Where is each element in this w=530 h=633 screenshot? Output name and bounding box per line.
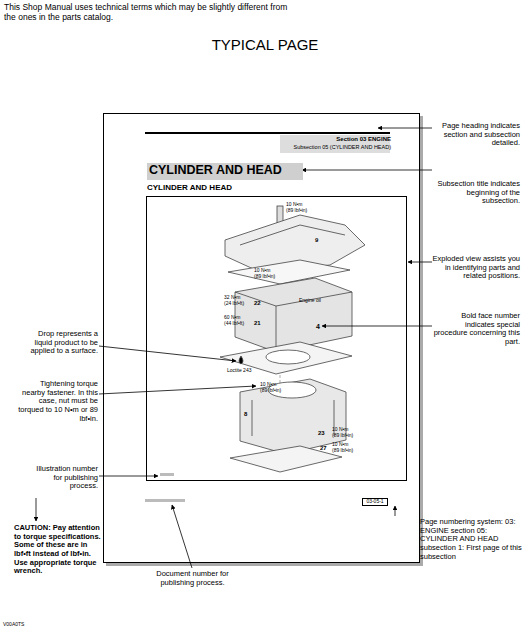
cylinder — [240, 379, 346, 454]
part-label: 60 N•m (44 lbf•ft) — [224, 315, 246, 326]
title-box: CYLINDER AND HEAD — [147, 163, 303, 180]
head-edge — [276, 306, 277, 352]
head-edge — [235, 292, 352, 306]
leader-line — [378, 128, 432, 129]
part-label: 32 N•m (24 lbf•ft) — [224, 295, 246, 306]
leader-line — [99, 346, 236, 361]
leader-line — [322, 326, 432, 327]
callout-text: Page heading indicates section and subse… — [430, 122, 520, 148]
note: This Shop Manual uses technical terms wh… — [4, 3, 289, 23]
leader-line — [395, 506, 396, 516]
callout-text: Illustration number for publishing proce… — [30, 465, 98, 491]
part-label: 10 N•m (89 lbf•in) — [254, 268, 276, 279]
leader-line — [99, 476, 158, 477]
part-label: Loctite 243 — [227, 368, 261, 374]
head-gasket — [220, 342, 352, 374]
figure-code: V00A0TS — [3, 622, 63, 628]
callout-text: Tightening torque nearby fastener. In th… — [16, 380, 98, 423]
leader-line — [99, 386, 256, 394]
cover-rib — [240, 225, 345, 245]
page-title: TYPICAL PAGE — [0, 36, 530, 53]
subtitle: CYLINDER AND HEAD — [147, 184, 297, 193]
callout-text: Subsection title indicates beginning of … — [430, 180, 520, 206]
callout-number: 8 — [244, 411, 254, 418]
part-label: 10 N•m (89 lbf•in) — [332, 442, 354, 453]
part-label: 10 N•m (89 lbf•in) — [286, 202, 308, 213]
callout-text: Document number for publishing process. — [155, 570, 230, 587]
cover-gasket — [228, 260, 350, 284]
page-sheet — [103, 113, 420, 563]
callout-number: 21 — [254, 320, 266, 327]
callout-text: Page numbering system: 03: ENGINE sectio… — [420, 518, 526, 561]
callout-number: 4 — [316, 323, 326, 331]
callout-text: Exploded view assists you in identifying… — [430, 255, 520, 281]
section-heading: Section 03 ENGINE — [254, 136, 391, 143]
callout-number: 27 — [320, 445, 332, 452]
header-rule — [145, 132, 390, 134]
cylinder-fin — [252, 400, 253, 436]
callout-text: Drop represents a liquid product to be a… — [22, 330, 98, 356]
callout-number: 22 — [254, 300, 266, 307]
page-frame: Section 03 ENGINESubsection 05 (CYLINDER… — [103, 113, 420, 563]
part-label: Engine oil — [299, 298, 329, 304]
leader-line — [408, 262, 432, 263]
callout-number: 23 — [318, 430, 330, 437]
leader-line — [172, 505, 192, 568]
document-number-mark — [145, 499, 185, 502]
part-label: 10 N•m (89 lbf•in) — [332, 427, 354, 438]
illustration-number-mark — [160, 473, 174, 476]
subsection-title: CYLINDER AND HEAD — [149, 164, 309, 178]
page-number: 03-05-1 — [362, 498, 388, 506]
leader-line — [36, 498, 37, 521]
callout-number: 9 — [315, 237, 325, 244]
drop-symbol — [239, 356, 243, 364]
subsection-heading: Subsection 05 (CYLINDER AND HEAD) — [254, 144, 391, 150]
illustration-frame: 10 N•m (89 lbf•in) 9 10 N•m (89 lbf•in) 32 … — [146, 196, 407, 481]
gasket-bore — [266, 350, 310, 364]
part-label: 10 N•m (89 lbf•in) — [260, 382, 282, 393]
callout-text: Bold face number indicates special proce… — [430, 312, 520, 347]
caution-note: CAUTION: Pay attention to torque specifi… — [14, 524, 104, 576]
leader-line — [302, 170, 432, 171]
cylinder-head — [235, 278, 352, 352]
exploded-view — [160, 206, 365, 476]
base-gasket — [230, 446, 342, 472]
